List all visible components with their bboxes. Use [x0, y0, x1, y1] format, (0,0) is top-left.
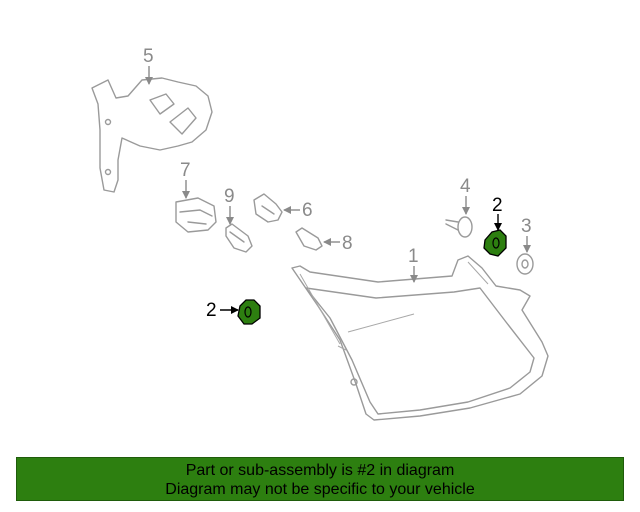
callout-1: 1	[408, 246, 419, 267]
part-6-bulb-socket	[253, 193, 283, 223]
callout-7: 7	[180, 160, 191, 181]
info-banner: Part or sub-assembly is #2 in diagram Di…	[16, 457, 624, 501]
callout-8: 8	[342, 233, 353, 254]
banner-line-2: Diagram may not be specific to your vehi…	[165, 481, 475, 498]
callout-6: 6	[302, 200, 313, 221]
part-1-lamp-assembly	[291, 255, 549, 421]
callout-4: 4	[460, 176, 471, 197]
part-8-small-bulb	[295, 227, 323, 251]
callout-2-upper: 2	[492, 195, 503, 216]
part-9-bulb	[225, 223, 253, 253]
parts-diagram: 5 7 9 6 8 4 3 2	[91, 46, 549, 421]
part-2-fastener-lower	[237, 299, 261, 325]
part-4-bolt	[445, 216, 473, 238]
callout-9: 9	[224, 186, 235, 207]
part-3-nut	[516, 253, 534, 275]
part-7-socket	[175, 197, 217, 233]
callout-3: 3	[521, 216, 532, 237]
part-2-fastener-upper	[483, 229, 507, 257]
callout-2-lower: 2	[206, 300, 217, 321]
callout-5: 5	[143, 46, 154, 67]
part-5-bracket	[91, 77, 213, 193]
banner-line-1: Part or sub-assembly is #2 in diagram	[185, 462, 455, 479]
